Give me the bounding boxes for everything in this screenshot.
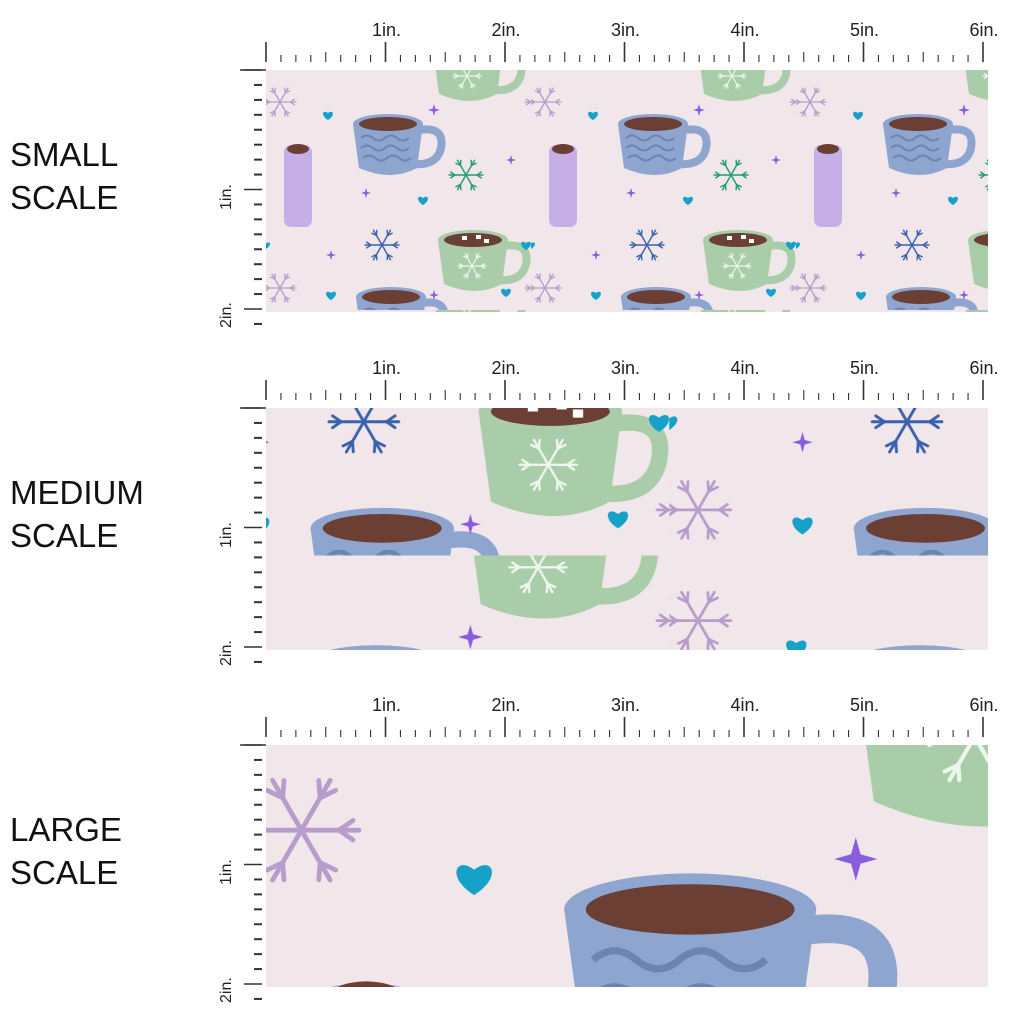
ruler-label: 5in. [850,358,880,378]
ruler-label-vertical: 2in. [218,302,235,328]
scale-label-line1: MEDIUM [10,474,144,511]
ruler-label: 6in. [969,358,999,378]
scale-label: SMALL SCALE [10,133,118,219]
ruler-label: 4in. [730,20,760,40]
ruler-label: 6in. [969,20,999,40]
ruler-label: 3in. [611,358,641,378]
ruler-label: 2in. [491,695,521,715]
scale-label: MEDIUM SCALE [10,471,144,557]
scale-label-line2: SCALE [10,854,119,891]
fabric-preview [240,380,988,663]
ruler-label: 5in. [850,20,880,40]
fabric-preview [240,42,988,325]
ruler-label: 2in. [491,358,521,378]
scale-label-line2: SCALE [10,517,119,554]
ruler-label: 4in. [730,695,760,715]
fabric-pattern [266,745,988,987]
fabric-pattern [266,70,988,312]
scale-label-line1: SMALL [10,136,119,173]
ruler-label: 6in. [969,695,999,715]
scale-panel-large: LARGE SCALE 1in. 2in. 3in. 4in. 5in. 6in. 1in. 2… [0,675,1024,1005]
vertical-ruler [244,744,262,1000]
scale-label: LARGE SCALE [10,808,122,894]
horizontal-ruler [240,42,984,71]
fabric-preview [240,717,988,1000]
ruler-label-vertical: 2in. [218,977,235,1003]
scale-panel-small: SMALL SCALE 1in. 2in. 3in. 4in. 5in. 6in. 1in. 2… [0,0,1024,330]
horizontal-ruler [240,380,984,409]
scale-panel-medium: MEDIUM SCALE 1in. 2in. 3in. 4in. 5in. 6in. 1in.… [0,338,1024,668]
ruler-label-vertical: 1in. [218,522,235,548]
ruler-label: 1in. [372,20,402,40]
fabric-pattern [266,408,988,650]
vertical-ruler [244,407,262,663]
ruler-label-vertical: 1in. [218,859,235,885]
ruler-label: 4in. [730,358,760,378]
ruler-label: 1in. [372,695,402,715]
ruler-label: 5in. [850,695,880,715]
scale-label-line1: LARGE [10,811,122,848]
ruler-label: 3in. [611,695,641,715]
ruler-label: 1in. [372,358,402,378]
ruler-label: 3in. [611,20,641,40]
ruler-label: 2in. [491,20,521,40]
scale-label-line2: SCALE [10,179,119,216]
ruler-label-vertical: 1in. [218,184,235,210]
ruler-label-vertical: 2in. [218,640,235,666]
horizontal-ruler [240,717,984,746]
vertical-ruler [244,69,262,325]
